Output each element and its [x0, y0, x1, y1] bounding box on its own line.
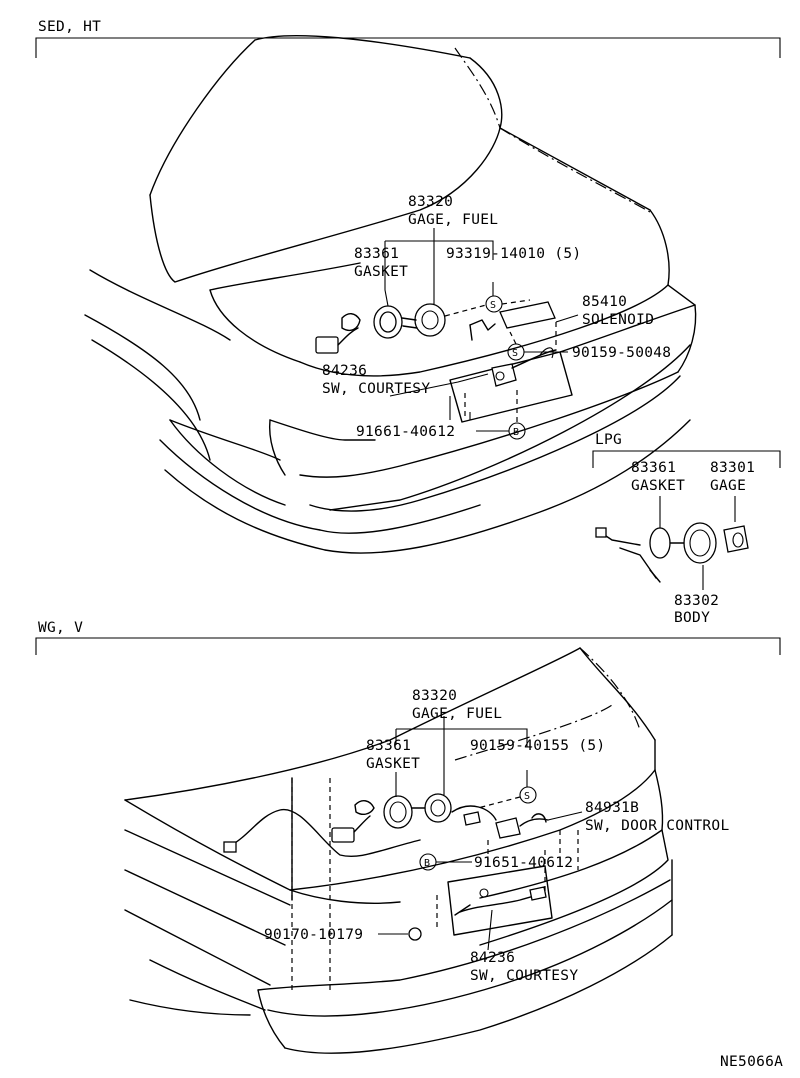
label-bottom-screw-number: 90159-40155 (5): [470, 738, 605, 754]
marker-b-bolt-bottom: B: [419, 853, 437, 871]
section-label-sed-ht: SED, HT: [38, 19, 101, 35]
solenoid-part-top: [469, 301, 556, 341]
lpg-gage-assembly: [595, 496, 749, 590]
fuel-gage-assembly-bottom: [223, 793, 497, 858]
label-door-control-name: SW, DOOR CONTROL: [585, 818, 729, 834]
label-screw-number: 93319-14010 (5): [446, 246, 581, 262]
svg-text:S: S: [490, 300, 496, 311]
label-bottom-gage-fuel-number: 83320: [412, 688, 457, 704]
svg-text:S: S: [512, 348, 518, 359]
section-label-lpg: LPG: [595, 432, 622, 448]
label-lpg-body-name: BODY: [674, 610, 710, 626]
svg-text:B: B: [424, 858, 430, 869]
svg-text:B: B: [513, 427, 519, 438]
section-bracket-lpg: [592, 450, 781, 468]
label-bottom-bolt-number: 91651-40612: [474, 855, 573, 871]
leader-lines-top: [384, 228, 579, 432]
section-bracket-sed-ht: [35, 37, 781, 58]
label-bottom-courtesy-number: 84236: [470, 950, 515, 966]
label-bottom-gasket-name: GASKET: [366, 756, 420, 772]
leader-lines-bottom: [378, 716, 583, 951]
door-control-switch-bottom: [495, 813, 549, 839]
label-gage-fuel-name: GAGE, FUEL: [408, 212, 498, 228]
marker-s-screw-top: S: [485, 295, 503, 313]
label-clip-number: 90170-10179: [264, 927, 363, 943]
label-bolt-number: 91661-40612: [356, 424, 455, 440]
label-courtesy-name: SW, COURTESY: [322, 381, 430, 397]
label-solenoid-name: SOLENOID: [582, 312, 654, 328]
car-outline-top: [84, 35, 697, 554]
label-lpg-body-number: 83302: [674, 593, 719, 609]
label-bottom-gage-fuel-name: GAGE, FUEL: [412, 706, 502, 722]
label-gasket-number: 83361: [354, 246, 399, 262]
courtesy-switch-bottom: [408, 886, 547, 941]
figure-code: NE5066A: [720, 1054, 783, 1070]
label-courtesy-number: 84236: [322, 363, 367, 379]
label-lpg-gage-number: 83301: [710, 460, 755, 476]
section-label-wg-v: WG, V: [38, 620, 83, 636]
fuel-gage-assembly-top: [315, 303, 446, 354]
car-outline-bottom: [124, 647, 673, 1054]
svg-text:S: S: [524, 791, 530, 802]
label-lpg-gage-name: GAGE: [710, 478, 746, 494]
label-lpg-gasket-name: GASKET: [631, 478, 685, 494]
marker-s-nut-top: S: [507, 343, 525, 361]
label-bottom-gasket-number: 83361: [366, 738, 411, 754]
marker-s-screw-bottom: S: [519, 786, 537, 804]
label-door-control-number: 84931B: [585, 800, 639, 816]
label-lpg-gasket-number: 83361: [631, 460, 676, 476]
label-solenoid-number: 85410: [582, 294, 627, 310]
label-bottom-courtesy-name: SW, COURTESY: [470, 968, 578, 984]
section-bracket-wg-v: [35, 637, 781, 655]
label-gage-fuel-number: 83320: [408, 194, 453, 210]
label-gasket-name: GASKET: [354, 264, 408, 280]
label-nut-number: 90159-50048: [572, 345, 671, 361]
